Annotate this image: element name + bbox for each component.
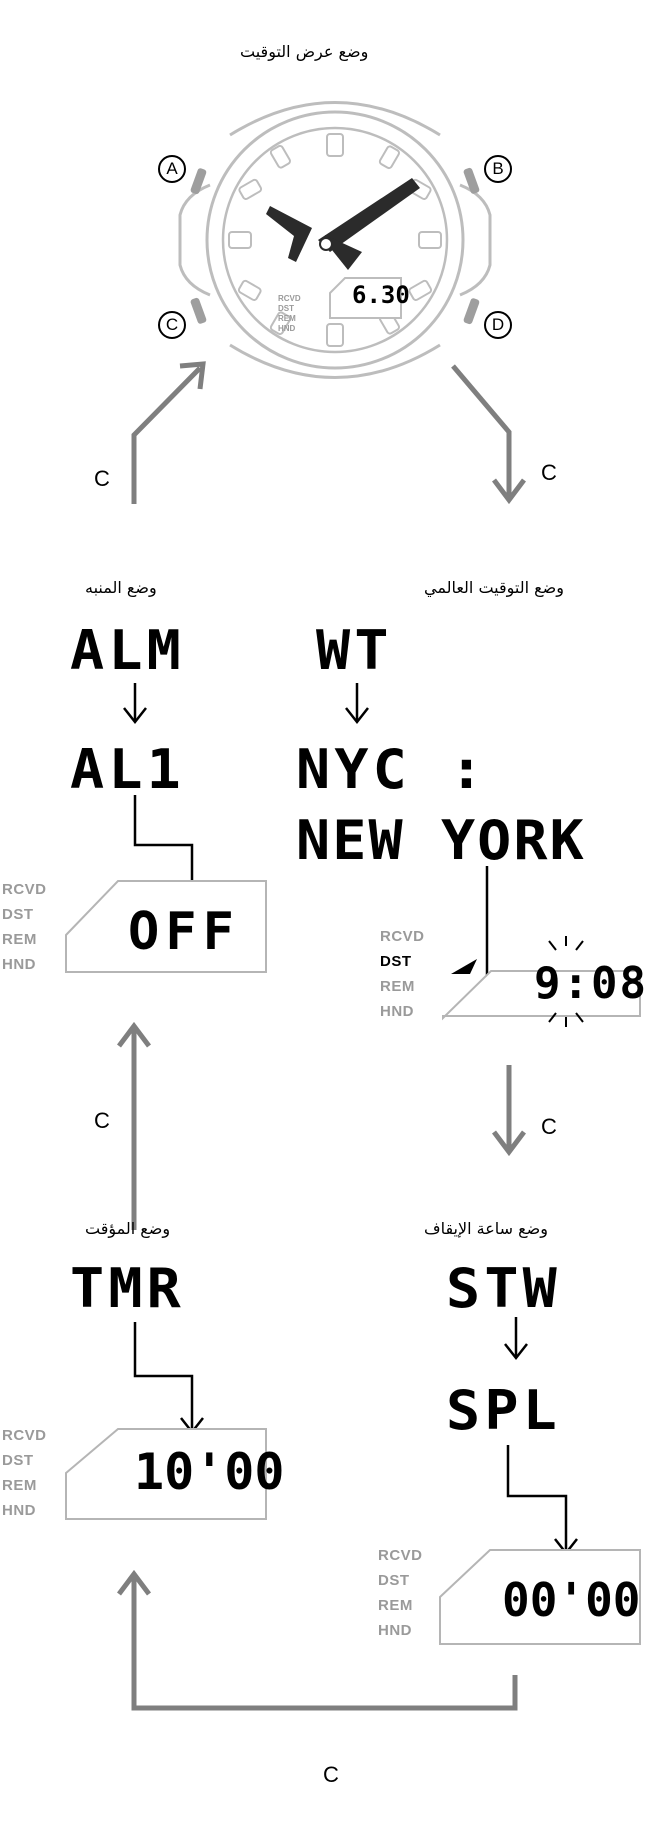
world-time-lcd: 9:08 [534,962,648,1006]
world-time-code: WT [316,619,393,682]
watch-lcd-frame [329,277,402,319]
button-b-label: B [484,155,512,183]
alarm-sub-code: AL1 [70,738,186,801]
dst-marker [451,959,477,974]
button-c-label: C [158,311,186,339]
watch-indicators: RCVD DST REM HND [278,294,301,333]
world-time-minute: 08 [591,958,648,1009]
world-time-mode-title: وضع التوقيت العالمي [424,578,564,597]
timer-mode-title: وضع المؤقت [85,1219,171,1238]
stopwatch-code: STW [446,1257,562,1320]
button-b-crown [463,167,480,194]
alarm-lcd-value: OFF [128,902,240,962]
button-a-crown [190,168,207,195]
watch-illustration [178,101,492,379]
world-time-indicators: RCVD DST REM HND [380,928,425,1020]
stopwatch-indicators: RCVD DST REM HND [378,1547,423,1639]
lcd-panel-stopwatch [439,1549,641,1645]
lcd-panel-world-time [442,970,641,1021]
mode-cycle-arrows [117,361,526,1711]
stopwatch-mode-title: وضع ساعة الإيقاف [424,1219,548,1238]
timer-indicators: RCVD DST REM HND [2,1427,47,1519]
world-time-city-name: NEW YORK [296,809,586,872]
world-time-colon: : [562,958,591,1009]
timer-code: TMR [70,1257,186,1320]
button-a-label: A [158,155,186,183]
label-c-stopwatch-to-timer: C [323,1762,339,1787]
button-c-crown [190,297,207,324]
hour-hand [266,206,312,262]
world-time-hour: 9 [534,958,563,1009]
button-d-crown [463,298,480,325]
flash-marks [548,936,584,1027]
label-c-world-time-to-stopwatch: C [541,1114,557,1139]
lcd-panels [65,880,641,1645]
label-c-timer-to-alarm: C [94,1108,110,1133]
watch-lcd-time: 6.30 [352,281,410,309]
lcd-panel-alarm [65,880,267,973]
alarm-code: ALM [70,619,186,682]
label-c-timekeeping-to-world-time: C [541,460,557,485]
stopwatch-lcd-value: 00'00 [502,1573,641,1627]
timekeeping-mode-title: وضع عرض التوقيت [240,42,369,61]
label-c-alarm-to-timekeeping: C [94,466,110,491]
world-time-city-code: NYC : [296,738,488,801]
alarm-mode-title: وضع المنبه [85,578,157,597]
lcd-panel-timer [65,1428,267,1520]
minute-hand [318,178,420,252]
timer-lcd-value: 10'00 [134,1443,285,1501]
stopwatch-sub-code: SPL [446,1379,562,1442]
alarm-indicators: RCVD DST REM HND [2,881,47,973]
button-d-label: D [484,311,512,339]
dst-indicator-active: DST [380,953,412,970]
